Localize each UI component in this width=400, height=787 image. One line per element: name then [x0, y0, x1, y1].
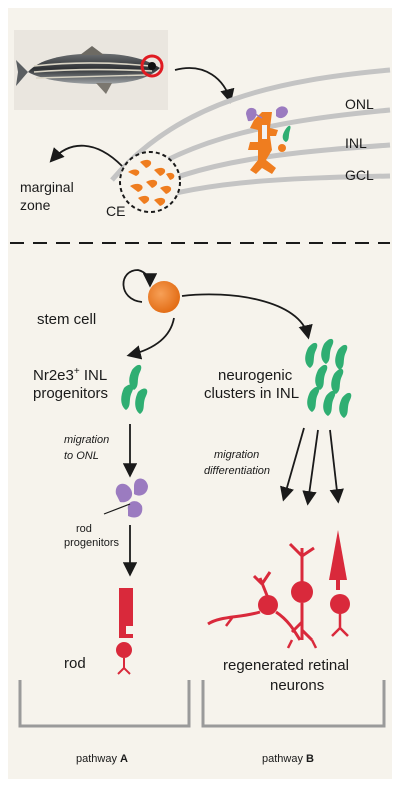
to-onl-label: to ONL — [64, 450, 99, 462]
zebrafish-photo — [14, 30, 168, 110]
pathway-b-label: pathway B — [262, 753, 314, 765]
arrow-b-right — [329, 429, 344, 504]
nr2e3-label: Nr2e3+ INL — [33, 366, 107, 384]
regenerated-neurons-label-2: neurons — [270, 677, 324, 694]
neuron-left — [207, 571, 302, 641]
arrow-to-neurogenic-clusters — [181, 293, 313, 340]
arrow-fish-to-retina — [174, 67, 235, 104]
stem-cell — [148, 281, 180, 313]
migration-label-b: migration — [214, 449, 259, 461]
rod-progenitors-label-1: rod — [76, 523, 92, 535]
marginal-zone-label: marginal — [20, 179, 74, 195]
progenitors-label: progenitors — [33, 385, 108, 402]
eye-icon — [148, 62, 156, 70]
retina-rod-progenitors — [246, 106, 288, 122]
stem-cell-label: stem cell — [37, 311, 96, 328]
eye-highlight-circle — [140, 54, 164, 78]
muller-glia-cell — [248, 112, 278, 174]
neuron-right-cone — [329, 530, 350, 637]
layer-label-onl: ONL — [345, 96, 374, 112]
retina-stem-cell — [278, 144, 286, 152]
marginal-zone-label-2: zone — [20, 197, 51, 213]
clusters-label: clusters in INL — [204, 385, 299, 402]
rod-label: rod — [64, 655, 86, 672]
pathway-b-bracket — [201, 680, 386, 728]
layer-label-gcl: GCL — [345, 167, 374, 183]
retina-inl-progenitor — [282, 125, 291, 142]
rod-photoreceptor — [116, 588, 133, 675]
arrow-to-marginal-zone — [49, 144, 123, 167]
regenerated-neurons-label-1: regenerated retinal — [223, 657, 349, 674]
migration-label-a: migration — [64, 434, 109, 446]
differentiation-label: differentiation — [204, 465, 270, 477]
arrow-b-left — [280, 427, 305, 502]
nr2e3-progenitor-cells — [121, 364, 148, 414]
neurogenic-cluster-cells — [305, 338, 352, 418]
neurogenic-label: neurogenic — [218, 367, 293, 384]
arrow-to-nr2e3-progenitors — [126, 317, 175, 360]
pathway-a-bracket — [18, 680, 191, 728]
rod-progenitor-cells — [115, 478, 148, 518]
neuron-middle — [286, 542, 318, 649]
panel-background — [8, 8, 392, 779]
pathway-a-label: pathway A — [76, 753, 128, 765]
layer-label-inl: INL — [345, 135, 367, 151]
self-renewal-arrow — [122, 269, 158, 303]
arrow-b-middle — [302, 429, 319, 506]
rod-progenitors-label-2: progenitors — [64, 537, 120, 549]
ce-label: CE — [106, 203, 125, 219]
ciliary-edge — [119, 151, 181, 213]
rod-progenitor-pointer — [103, 503, 131, 515]
